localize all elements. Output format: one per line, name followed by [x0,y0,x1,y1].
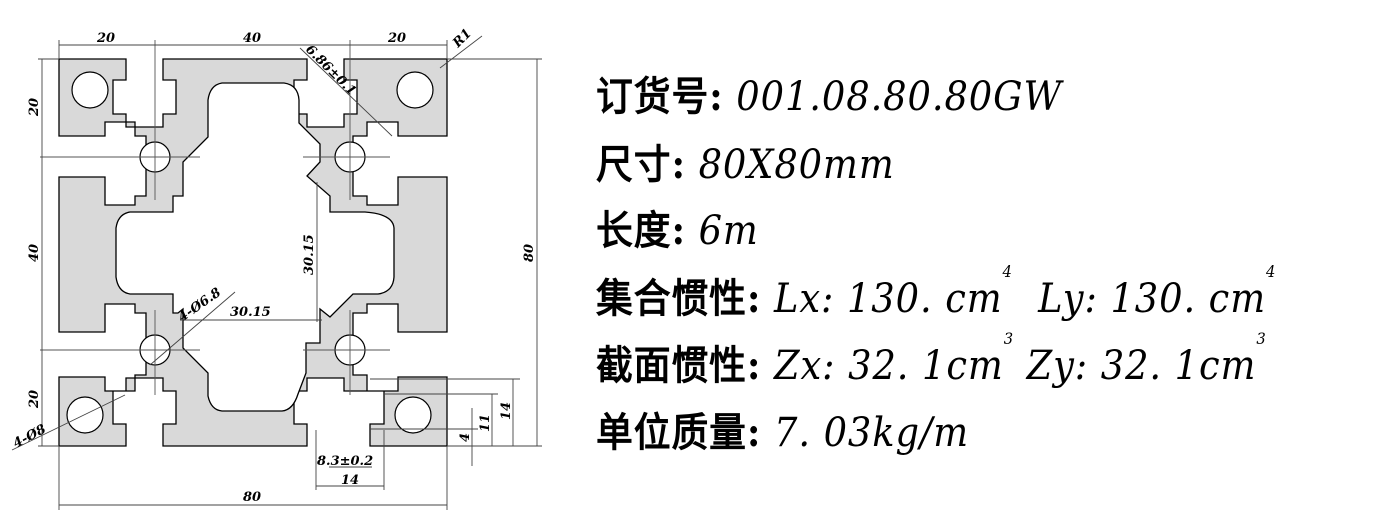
spec-length: 长度: 6m [596,198,1332,256]
corner-hole-bl [66,396,104,434]
dim-bottom-total: 80 [243,490,261,505]
dim-left-top: 20 [27,98,42,117]
spec-sup: 3 [1003,329,1014,348]
dim-inner-horizontal: 30.15 [230,305,271,320]
spec-section-modulus: 截面惯性: Zx: 32. 1cm3 Zy: 32. 1cm3 [596,329,1332,391]
spec-value-zx: Zx: 32. 1cm [774,343,1004,389]
dim-slot-depth: 14 [499,402,514,420]
spec-label: 尺寸: [596,141,686,188]
spec-label: 截面惯性: [596,342,762,389]
spec-value: 80X80mm [698,142,895,188]
spec-label: 长度: [596,207,686,254]
spec-sup: 4 [1002,262,1013,281]
spec-value-zy: Zy: 32. 1cm [1026,343,1257,389]
dim-top-right: 20 [387,31,406,46]
spec-size: 尺寸: 80X80mm [596,132,1332,190]
spec-label: 集合惯性: [596,275,762,322]
spec-value: 7. 03kg/m [774,410,970,456]
dim-top-left: 20 [96,31,115,46]
center-lines [40,40,390,395]
dim-radius: R1 [450,26,475,51]
corner-hole-tr [396,71,434,109]
dim-slot-depth-mid: 11 [478,414,493,432]
spec-order-number: 订货号: 001.08.80.80GW [596,64,1332,122]
spec-sup: 3 [1256,329,1267,348]
spec-label: 单位质量: [596,409,762,456]
dimension-lines [11,35,542,510]
dim-top-mid: 40 [243,31,261,46]
dim-slot-lip: 4 [458,433,473,442]
dim-left-mid: 40 [27,244,42,262]
profile-drawing: 20 40 20 R1 6.86±0.1 20 40 20 80 30.15 3… [11,26,542,510]
spec-unit-mass: 单位质量: 7. 03kg/m [596,400,1332,458]
dim-right-total: 80 [522,244,537,262]
corner-hole-tl [71,71,109,109]
dim-left-bottom: 20 [27,390,42,409]
dim-corner-hole: 4-Ø8 [11,422,49,452]
dim-inner-vertical: 30.15 [302,234,317,275]
spec-value: 6m [698,208,759,254]
central-cavity [115,82,395,412]
spec-sup: 4 [1266,262,1277,281]
spec-value-ly: Ly: 130. cm [1038,276,1267,322]
spec-moment-of-inertia: 集合惯性: Lx: 130. cm4 Ly: 130. cm4 [596,262,1332,324]
dim-slot-outer: 14 [341,473,359,488]
corner-hole-br [394,396,432,434]
dim-slot-width: 8.3±0.2 [317,454,373,469]
spec-value-lx: Lx: 130. cm [774,276,1003,322]
spec-value: 001.08.80.80GW [736,74,1063,120]
spec-label: 订货号: [596,73,724,120]
